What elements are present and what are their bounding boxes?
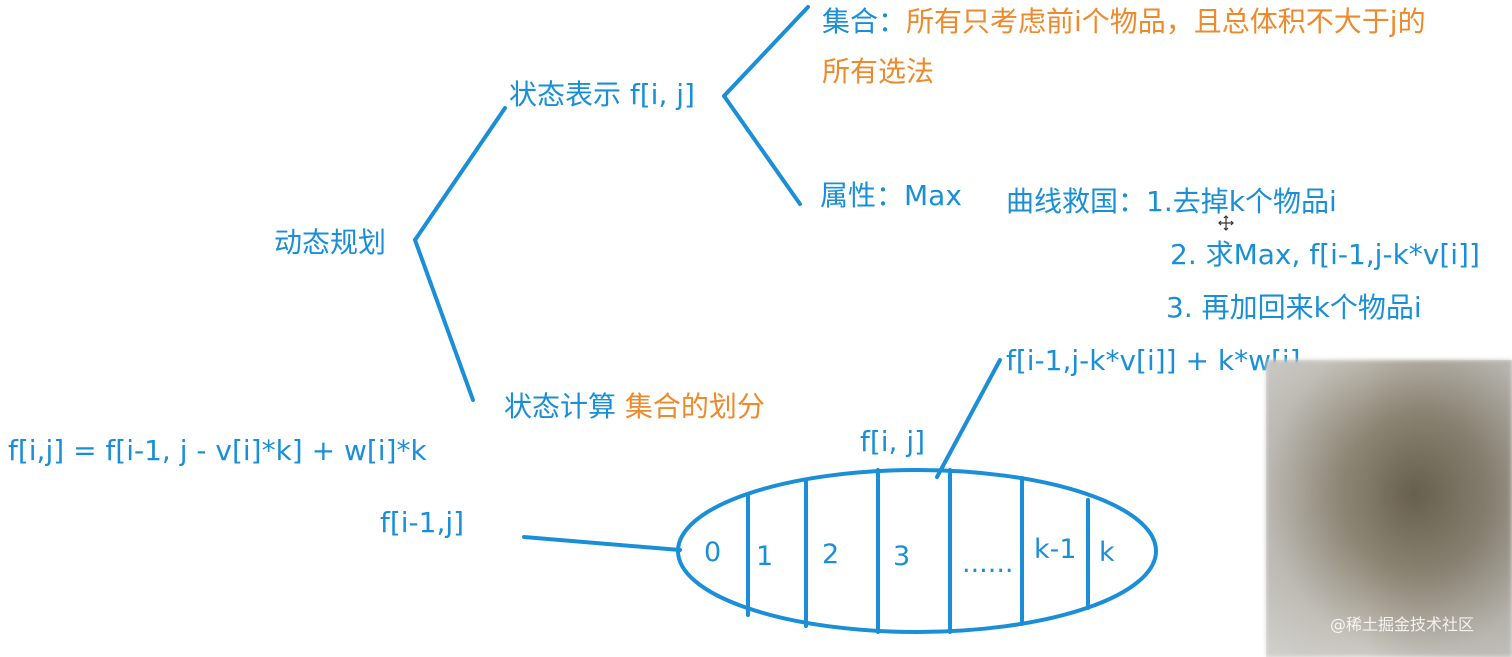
- partition-cell-3: 3: [893, 541, 911, 572]
- edge-root-state-repr: [413, 106, 507, 242]
- recurrence-formula: f[i,j] = f[i-1, j - v[i]*k] + w[i]*k: [8, 434, 427, 467]
- partition-cell-0: 0: [704, 537, 722, 568]
- set-key: 集合：: [822, 5, 907, 38]
- partition-cell-2: 2: [822, 539, 840, 570]
- state-calc-node: 状态计算 集合的划分: [504, 393, 765, 421]
- edge-ellipse-to-result: [935, 358, 1002, 479]
- partition-cell-k: k: [1099, 537, 1115, 568]
- attr-node-label: 属性：Max: [820, 179, 962, 212]
- partition-cell-k-1: k-1: [1034, 534, 1077, 565]
- partition-cell-dots: ......: [962, 548, 1014, 579]
- edge-state-repr-set: [722, 5, 810, 98]
- state-repr-label: 状态表示 f[i, j]: [509, 78, 695, 111]
- curve-result: f[i-1,j-k*v[i]] + k*w[i]: [1006, 344, 1301, 377]
- curve-title: 曲线救国：: [1006, 185, 1147, 218]
- set-node: 集合：所有只考虑前i个物品，且总体积不大于j的: [822, 8, 1426, 36]
- set-desc-line1: 所有只考虑前i个物品，且总体积不大于j的: [906, 5, 1426, 38]
- state-calc-label: 状态计算: [504, 390, 617, 423]
- state-calc-partition: 集合的划分: [624, 390, 765, 423]
- webcam-shade: [1266, 360, 1512, 657]
- edge-fi1j-to-ellipse: [522, 535, 682, 552]
- fij-label: f[i, j]: [860, 425, 926, 458]
- site-watermark: @稀土掘金技术社区: [1330, 615, 1475, 634]
- fi1j-label: f[i-1,j]: [380, 506, 465, 539]
- curve-step-1: 1.去掉k个物品i: [1146, 185, 1337, 218]
- curve-step-2: 2. 求Max, f[i-1,j-k*v[i]]: [1170, 238, 1480, 271]
- partition-cell-1: 1: [756, 541, 774, 572]
- edge-state-repr-attr: [722, 94, 802, 206]
- set-partition-ellipse: [676, 468, 1158, 634]
- set-desc-line2: 所有选法: [822, 55, 935, 88]
- webcam-overlay: [1266, 360, 1512, 657]
- root-node-label: 动态规划: [274, 226, 387, 259]
- move-cursor-icon: [1218, 215, 1234, 231]
- edge-root-state-calc: [413, 238, 475, 402]
- curve-step-3: 3. 再加回来k个物品i: [1166, 291, 1422, 324]
- curve-line-1: 曲线救国：1.去掉k个物品i: [1006, 188, 1337, 216]
